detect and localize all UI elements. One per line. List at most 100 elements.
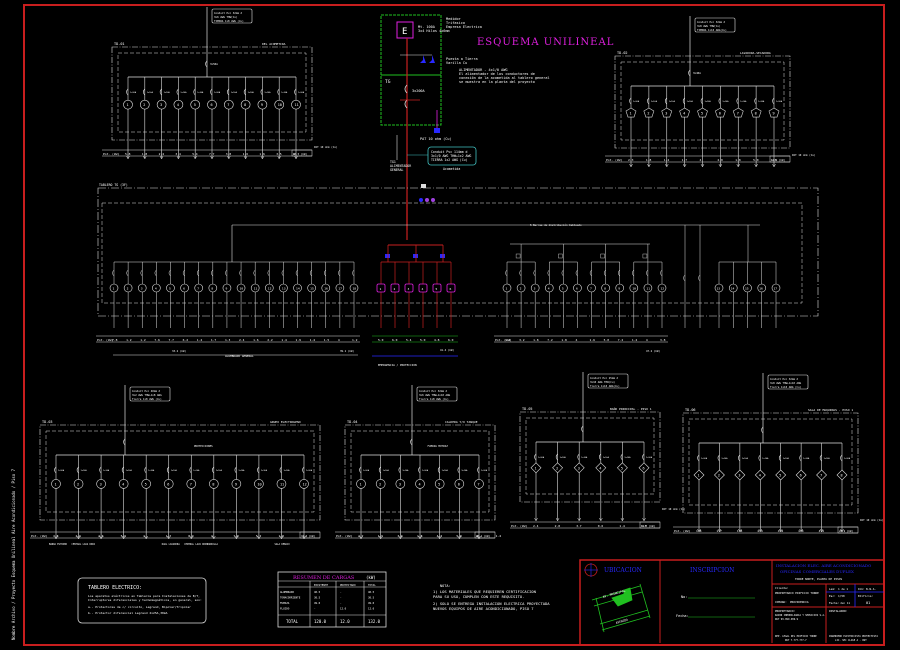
inscription-title: INSCRIPCION bbox=[690, 567, 734, 574]
circuit-number: 3 bbox=[141, 287, 143, 291]
meter-enclosure bbox=[380, 14, 442, 76]
load-value: 1.2 bbox=[126, 338, 132, 342]
load-value: 6.0 bbox=[392, 338, 398, 342]
arrow-icon bbox=[54, 535, 58, 540]
summary-total: 132.0 bbox=[368, 619, 381, 624]
circuit-symbol bbox=[474, 479, 484, 489]
load-value: 7.8 bbox=[53, 534, 59, 538]
arrow-icon bbox=[99, 535, 103, 540]
circuit-symbol bbox=[137, 283, 147, 293]
load-name: PARRILLA bbox=[207, 543, 219, 546]
circuit-symbol bbox=[795, 469, 807, 481]
street-label-main: AV. PRINCIPAL bbox=[602, 589, 626, 599]
commune-label: COMUNA: bbox=[775, 600, 787, 604]
total-box bbox=[299, 531, 321, 539]
circuit-symbol bbox=[693, 469, 705, 481]
circuit-symbol bbox=[732, 107, 744, 118]
breaker-icon bbox=[599, 453, 602, 461]
load-name: BANDA ESTRIBO bbox=[49, 543, 68, 546]
breaker-icon bbox=[617, 269, 620, 277]
breaker-icon bbox=[159, 88, 162, 96]
load-value: 3.7 bbox=[576, 524, 582, 528]
circuit-symbol bbox=[141, 479, 151, 489]
circuit-symbol bbox=[595, 462, 607, 474]
legend-line-1: Los aparatos eléctricos en Tableros para… bbox=[88, 594, 200, 598]
circuit-number: 8 bbox=[755, 112, 757, 116]
circuit-symbol bbox=[299, 479, 309, 489]
drawing-frame bbox=[23, 4, 885, 646]
load-value: 2.3 bbox=[628, 158, 634, 162]
tg-box-1: TG1 bbox=[390, 160, 396, 164]
circuit-symbol bbox=[775, 469, 787, 481]
edif-label: Edificio: bbox=[858, 594, 873, 598]
breaker-label: 1x16A bbox=[722, 100, 729, 103]
breaker-icon bbox=[76, 466, 79, 474]
arrow-icon bbox=[121, 535, 126, 540]
load-value: 5.0 bbox=[604, 338, 610, 342]
load-value: 3.8 bbox=[641, 524, 647, 528]
main-breaker bbox=[123, 438, 126, 446]
breaker-icon bbox=[418, 466, 421, 474]
arrow-icon bbox=[398, 535, 403, 540]
breaker-icon bbox=[437, 466, 440, 474]
load-value: 8.3 bbox=[188, 534, 194, 538]
load-value: 5.6 bbox=[121, 534, 127, 538]
summary-header: EXISTENTE bbox=[314, 583, 328, 587]
breaker-icon bbox=[324, 269, 326, 277]
load-value: 1.4 bbox=[632, 338, 638, 342]
arrow-icon bbox=[210, 155, 214, 160]
breaker-icon bbox=[799, 454, 802, 462]
service-note-2: Varilla Cu bbox=[446, 61, 467, 65]
load-value: 1.2 bbox=[352, 338, 358, 342]
spec-box bbox=[767, 374, 809, 390]
circuit-number: 10 bbox=[240, 287, 244, 291]
circuit-symbol bbox=[123, 99, 133, 110]
circuit-number: 17 bbox=[338, 287, 342, 291]
load-value: 1.8 bbox=[561, 338, 567, 342]
legend-line-2: Interruptores diferenciales y termomagné… bbox=[88, 598, 202, 602]
breaker-icon bbox=[112, 269, 115, 277]
circuit-symbol bbox=[264, 283, 274, 293]
load-value: 1.4 bbox=[310, 338, 316, 342]
summary-cell: - bbox=[340, 591, 342, 594]
breaker-label: 1x16A bbox=[238, 469, 245, 472]
circuit-symbol bbox=[502, 283, 512, 293]
circuit-number: 2 bbox=[143, 103, 145, 107]
breaker-icon bbox=[664, 97, 667, 105]
breaker-icon bbox=[646, 269, 649, 277]
breaker-icon bbox=[519, 269, 522, 277]
breaker-label: 1x16A bbox=[261, 469, 268, 472]
main-enclosure bbox=[97, 187, 819, 317]
breaker-icon bbox=[144, 466, 147, 474]
load-value: 2.2 bbox=[267, 338, 273, 342]
arrow-icon bbox=[176, 155, 181, 160]
breaker-label: 1x16A bbox=[281, 91, 288, 94]
load-value: 1.9 bbox=[296, 338, 302, 342]
breaker-icon bbox=[772, 97, 775, 105]
circuit-number: 1 bbox=[698, 474, 700, 478]
feeder-label: Acometida bbox=[443, 167, 460, 171]
arrow-icon bbox=[778, 528, 783, 533]
circuit-number: 8 bbox=[211, 287, 213, 291]
circuit-number: 11 bbox=[295, 103, 299, 107]
contactor-icon bbox=[413, 254, 418, 258]
circuit-number: 4 bbox=[548, 287, 550, 291]
breaker-label: 1x16A bbox=[130, 91, 137, 94]
circuit-symbol bbox=[434, 479, 445, 489]
no-label: No: bbox=[681, 595, 687, 599]
summary-cell: 40.5 bbox=[368, 590, 375, 594]
circuit-number: 2 bbox=[647, 112, 649, 116]
arrow-icon bbox=[212, 535, 216, 540]
total-value: 26.9 (kW) bbox=[839, 529, 853, 533]
load-value: 2.6 bbox=[76, 534, 82, 538]
summary-total: TOTAL bbox=[286, 619, 299, 624]
circuit-symbol bbox=[629, 283, 639, 293]
breaker-icon bbox=[257, 466, 260, 474]
breaker-icon bbox=[143, 88, 146, 96]
breaker-label: 1x16A bbox=[164, 91, 171, 94]
arrow-icon bbox=[227, 155, 231, 160]
load-value: 4 bbox=[293, 152, 295, 156]
main-breaker bbox=[205, 60, 208, 68]
breaker-icon bbox=[642, 453, 645, 461]
